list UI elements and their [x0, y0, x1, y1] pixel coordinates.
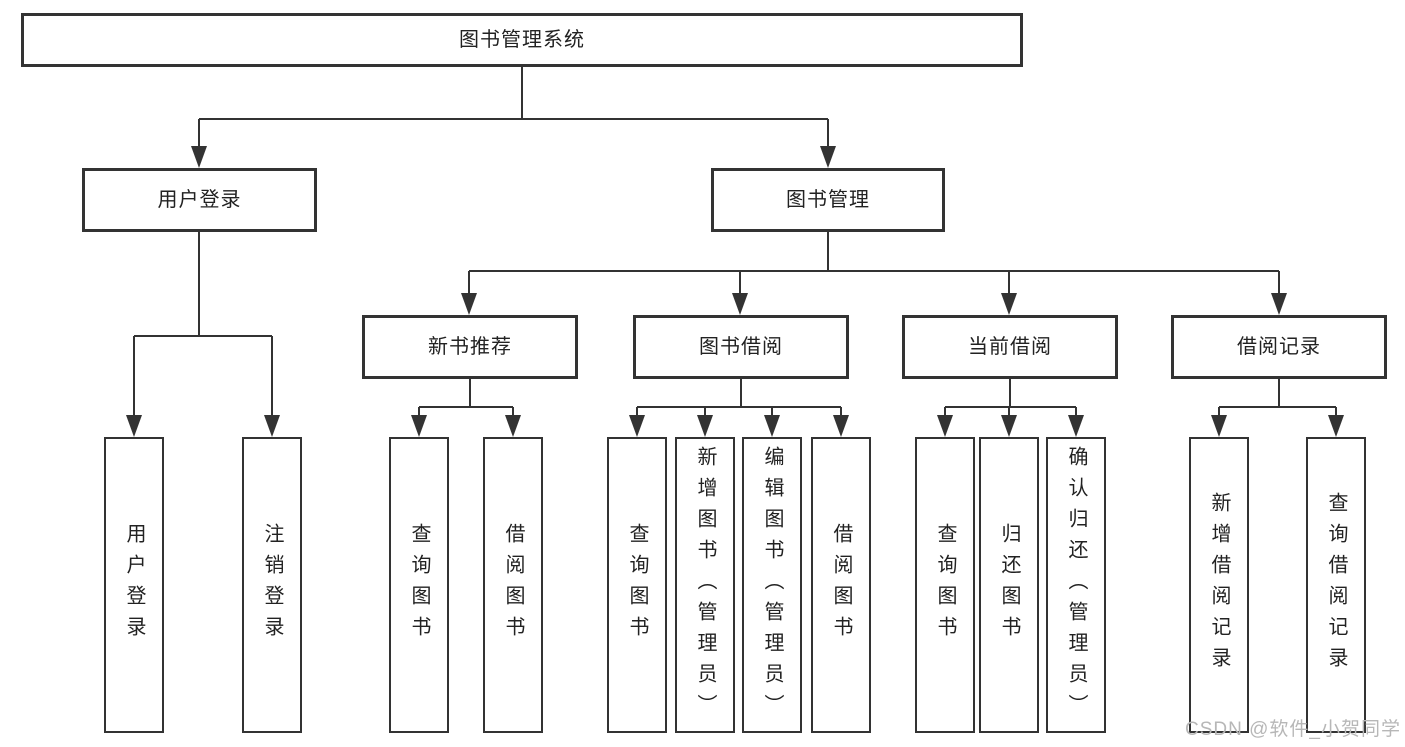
node-current-borrow: 当前借阅 — [902, 315, 1118, 379]
arrowhead-icon — [461, 293, 477, 315]
node-book-borrow: 图书借阅 — [633, 315, 849, 379]
node-current-confirm-return-admin: 确认归还（管理员） — [1046, 437, 1106, 733]
arrowhead-icon — [1271, 293, 1287, 315]
arrowhead-icon — [937, 415, 953, 437]
node-label: 新增借阅记录 — [1208, 492, 1230, 678]
arrowhead-icon — [1001, 415, 1017, 437]
node-book-management: 图书管理 — [711, 168, 945, 232]
arrowhead-icon — [126, 415, 142, 437]
node-label: 图书管理 — [786, 189, 870, 211]
node-borrow-record: 借阅记录 — [1171, 315, 1387, 379]
arrowhead-icon — [732, 293, 748, 315]
arrowhead-icon — [1211, 415, 1227, 437]
node-label: 新增图书（管理员） — [694, 445, 716, 725]
connector-userlogin-to-children — [126, 232, 280, 437]
node-label: 借阅图书 — [830, 523, 852, 647]
node-current-return-books: 归还图书 — [979, 437, 1039, 733]
arrowhead-icon — [1328, 415, 1344, 437]
node-root-system: 图书管理系统 — [21, 13, 1023, 67]
connector-bookborrow-to-children — [629, 379, 849, 437]
node-label: 查询借阅记录 — [1325, 492, 1347, 678]
node-current-query-books: 查询图书 — [915, 437, 975, 733]
node-label: 查询图书 — [626, 523, 648, 647]
node-leaf-user-login: 用户登录 — [104, 437, 164, 733]
node-record-add-borrow-record: 新增借阅记录 — [1189, 437, 1249, 733]
node-borrow-add-books-admin: 新增图书（管理员） — [675, 437, 735, 733]
arrowhead-icon — [1068, 415, 1084, 437]
arrowhead-icon — [505, 415, 521, 437]
node-rec-query-books: 查询图书 — [389, 437, 449, 733]
node-borrow-query-books: 查询图书 — [607, 437, 667, 733]
node-user-login: 用户登录 — [82, 168, 317, 232]
node-label: 编辑图书（管理员） — [761, 445, 783, 725]
node-borrow-edit-books-admin: 编辑图书（管理员） — [742, 437, 802, 733]
node-label: 查询图书 — [934, 523, 956, 647]
connector-root-to-level2 — [191, 67, 836, 168]
node-label: 图书管理系统 — [459, 29, 585, 51]
node-label: 图书借阅 — [699, 336, 783, 358]
arrowhead-icon — [264, 415, 280, 437]
node-label: 借阅图书 — [502, 523, 524, 647]
arrowhead-icon — [629, 415, 645, 437]
arrowhead-icon — [411, 415, 427, 437]
node-label: 确认归还（管理员） — [1065, 445, 1087, 725]
node-label: 注销登录 — [261, 523, 283, 647]
node-record-query-borrow-record: 查询借阅记录 — [1306, 437, 1366, 733]
node-borrow-borrow-books: 借阅图书 — [811, 437, 871, 733]
connector-currentborrow-to-children — [937, 379, 1084, 437]
node-leaf-logout: 注销登录 — [242, 437, 302, 733]
connector-borrowrecord-to-children — [1211, 379, 1344, 437]
node-label: 用户登录 — [157, 189, 242, 211]
node-label: 新书推荐 — [428, 336, 512, 358]
node-label: 用户登录 — [123, 523, 145, 647]
arrowhead-icon — [697, 415, 713, 437]
node-label: 查询图书 — [408, 523, 430, 647]
arrowhead-icon — [820, 146, 836, 168]
arrowhead-icon — [191, 146, 207, 168]
node-new-book-recommend: 新书推荐 — [362, 315, 578, 379]
node-label: 借阅记录 — [1237, 336, 1321, 358]
node-rec-borrow-books: 借阅图书 — [483, 437, 543, 733]
node-label: 归还图书 — [998, 523, 1020, 647]
arrowhead-icon — [1001, 293, 1017, 315]
csdn-watermark: CSDN @软件_小贺同学 — [1185, 719, 1401, 740]
arrowhead-icon — [833, 415, 849, 437]
connector-bookmgmt-to-level3 — [461, 232, 1287, 315]
arrowhead-icon — [764, 415, 780, 437]
connector-newbookrec-to-children — [411, 379, 521, 437]
node-label: 当前借阅 — [968, 336, 1052, 358]
